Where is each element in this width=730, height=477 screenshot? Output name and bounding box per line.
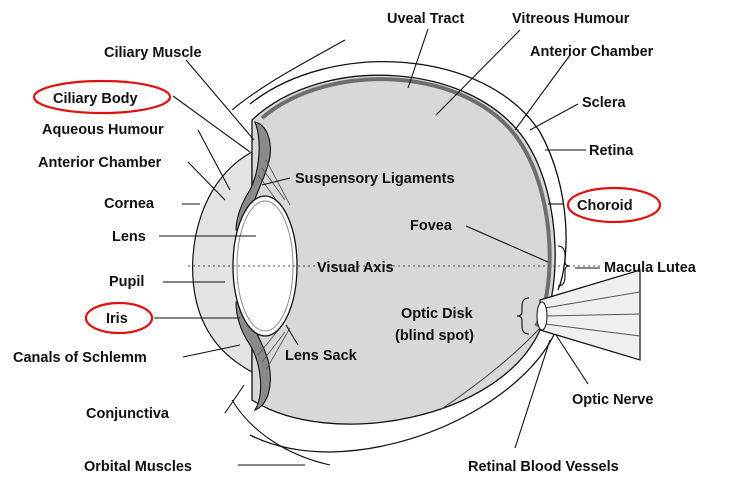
label-fovea: Fovea <box>410 218 453 234</box>
label-lens-sack: Lens Sack <box>285 348 358 364</box>
label-aqueous-humour: Aqueous Humour <box>42 122 164 138</box>
label-pupil: Pupil <box>109 274 144 290</box>
label-retina: Retina <box>589 143 634 159</box>
label-canals-of-schlemm: Canals of Schlemm <box>13 350 147 366</box>
label-anterior-chamber-top: Anterior Chamber <box>530 44 654 60</box>
label-ciliary-muscle: Ciliary Muscle <box>104 45 202 61</box>
label-uveal-tract: Uveal Tract <box>387 11 465 27</box>
label-retinal-blood-vessels: Retinal Blood Vessels <box>468 459 619 475</box>
label-choroid: Choroid <box>577 198 633 214</box>
label-ciliary-body: Ciliary Body <box>53 91 138 107</box>
label-orbital-muscles: Orbital Muscles <box>84 459 192 475</box>
label-sclera: Sclera <box>582 95 626 111</box>
label-iris: Iris <box>106 311 128 327</box>
optic-disk-shape <box>537 302 547 330</box>
label-optic-nerve: Optic Nerve <box>572 392 653 408</box>
label-visual-axis: Visual Axis <box>317 260 394 276</box>
label-suspensory-ligaments: Suspensory Ligaments <box>295 171 455 187</box>
label-cornea: Cornea <box>104 196 155 212</box>
label-blind-spot: (blind spot) <box>395 328 474 344</box>
label-macula-lutea: Macula Lutea <box>604 260 697 276</box>
label-vitreous-humour: Vitreous Humour <box>512 11 630 27</box>
label-conjunctiva: Conjunctiva <box>86 406 170 422</box>
label-lens: Lens <box>112 229 146 245</box>
label-optic-disk: Optic Disk <box>401 306 474 322</box>
label-anterior-chamber-left: Anterior Chamber <box>38 155 162 171</box>
